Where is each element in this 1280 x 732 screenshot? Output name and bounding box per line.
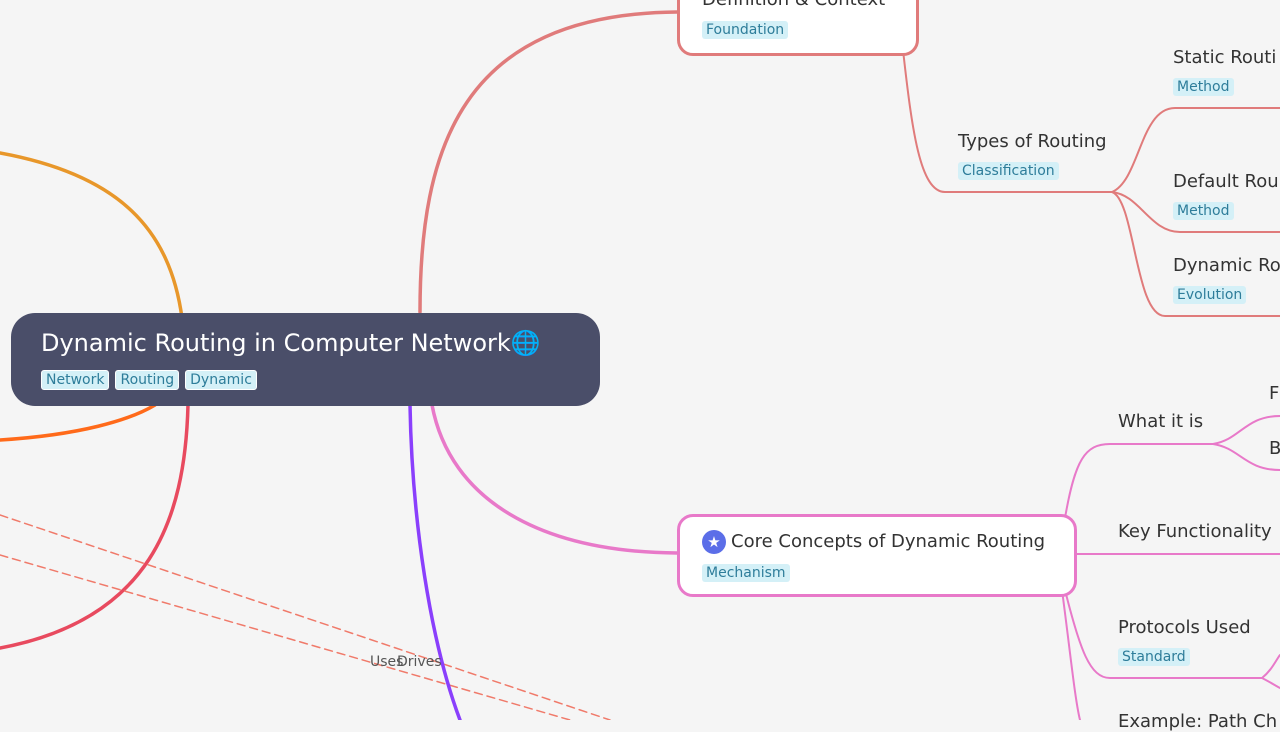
node-title: Types of Routing [958,131,1107,152]
tag: Foundation [702,21,789,39]
node-dynamic-routing[interactable]: Dynamic Ro Evolution [1173,255,1280,304]
branch-orange [0,151,184,320]
node-title: Dynamic Ro [1173,255,1280,276]
node-protocols-used[interactable]: Protocols Used Standard [1118,617,1251,666]
node-default-routing[interactable]: Default Rou Method [1173,171,1279,220]
branch-definition [418,10,679,314]
node-title: Protocols Used [1118,617,1251,638]
branch-core [430,403,679,555]
node-core-concepts[interactable]: ★ Core Concepts of Dynamic Routing Mecha… [677,514,1077,597]
root-node[interactable]: Dynamic Routing in Computer Network🌐 Net… [11,313,600,406]
branch-orange-red [0,403,157,442]
relation-drives [0,554,571,720]
node-key-functionality[interactable]: Key Functionality [1118,521,1272,542]
tag: Evolution [1173,286,1247,304]
tag: Method [1173,202,1234,220]
tag: Method [1173,78,1234,96]
tag: Standard [1118,648,1190,666]
root-title: Dynamic Routing in Computer Network🌐 [41,329,541,357]
tag: Dynamic [185,370,257,390]
node-definition[interactable]: Definition & Context Foundation [677,0,919,56]
node-title: Default Rou [1173,171,1279,192]
edge-label-uses: Uses [370,654,404,670]
tag: Routing [115,370,180,390]
node-what-it-is[interactable]: What it is [1118,411,1204,432]
tag: Classification [958,162,1059,180]
node-what-child-1[interactable]: F [1269,383,1280,404]
edge-label-drives: Drives [397,654,442,670]
tag: Mechanism [702,564,790,582]
branch-red [0,403,190,650]
node-title: Definition & Context [702,0,885,10]
branch-purple [408,403,462,720]
node-what-child-2[interactable]: B [1269,438,1280,459]
node-types-of-routing[interactable]: Types of Routing Classification [958,131,1107,180]
node-title: Core Concepts of Dynamic Routing [731,531,1046,552]
globe-icon: 🌐 [510,329,541,357]
node-example[interactable]: Example: Path Ch [1118,711,1278,732]
tag: Network [41,370,110,390]
relation-uses [0,514,611,720]
node-title: Static Routi [1173,47,1277,68]
node-static-routing[interactable]: Static Routi Method [1173,47,1276,96]
star-icon: ★ [702,530,726,554]
